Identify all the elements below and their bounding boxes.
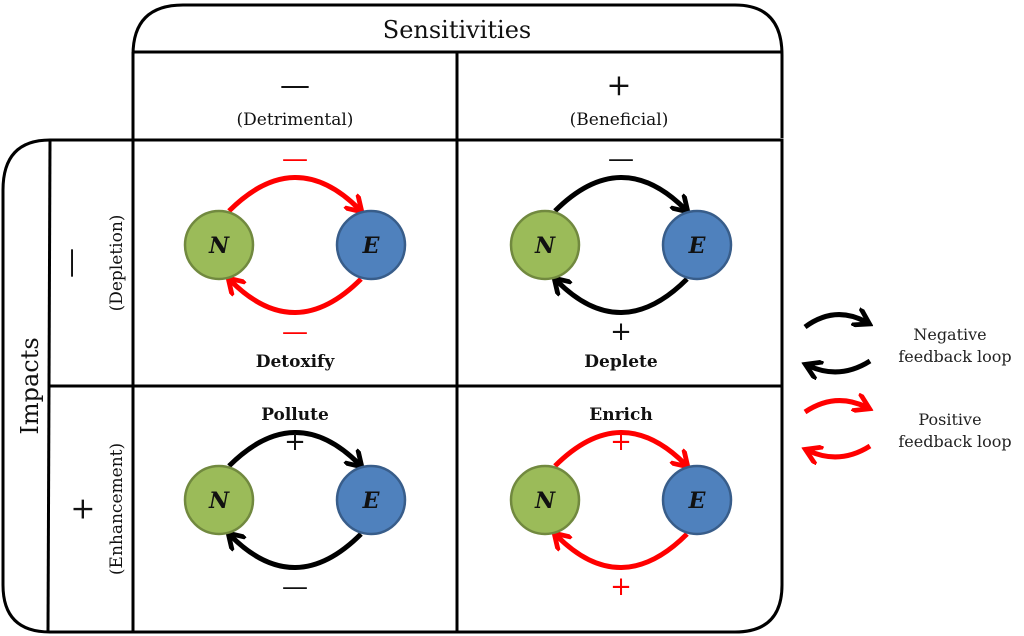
- legend-negative-arrow-bottom-icon: [809, 358, 872, 372]
- arrow-n-to-e: [553, 175, 685, 211]
- node-e: [335, 209, 407, 281]
- legend-positive-arrow-top-icon: [803, 401, 866, 415]
- node-e-label: E: [362, 488, 381, 514]
- arrow-e-to-n: [231, 279, 363, 315]
- legend-negative-line1: Negative: [913, 325, 986, 344]
- top-sign: +: [284, 427, 306, 457]
- arrow-e-to-n: [557, 534, 689, 570]
- top-sign: —: [608, 144, 634, 174]
- bottom-sign: —: [282, 317, 308, 347]
- legend-positive-arrow-bottom-icon: [809, 443, 872, 457]
- row-depletion-sign: —: [53, 248, 88, 278]
- node-n-label: N: [534, 233, 556, 259]
- cell-detoxify: N E — — Detoxify: [183, 144, 407, 372]
- arrow-e-to-n: [557, 279, 689, 315]
- bottom-sign: +: [610, 572, 632, 602]
- legend: Negative feedback loop Positive feedback…: [805, 315, 1012, 457]
- action-label: Enrich: [589, 405, 652, 425]
- cell-pollute: N E + — Pollute: [183, 405, 407, 602]
- node-n-label: N: [534, 488, 556, 514]
- legend-negative-line2: feedback loop: [898, 347, 1011, 366]
- top-sign: —: [282, 144, 308, 174]
- main-grid-border: [133, 138, 784, 634]
- top-sign: +: [610, 427, 632, 457]
- column-beneficial-sign: +: [606, 68, 631, 103]
- arrow-n-to-e: [553, 430, 685, 466]
- table-frame: [1, 3, 784, 634]
- node-n-label: N: [208, 233, 230, 259]
- impacts-title: Impacts: [16, 337, 44, 434]
- column-detrimental-label: (Detrimental): [237, 110, 354, 130]
- node-e-label: E: [688, 488, 707, 514]
- column-detrimental-sign: —: [280, 68, 310, 103]
- legend-positive-line2: feedback loop: [898, 432, 1011, 451]
- row-depletion-label: (Depletion): [107, 215, 127, 312]
- arrow-e-to-n: [231, 534, 363, 570]
- legend-positive-line1: Positive: [918, 410, 981, 429]
- node-e-label: E: [362, 233, 381, 259]
- sensitivities-header-border: [131, 3, 784, 138]
- column-beneficial-label: (Beneficial): [570, 110, 669, 130]
- node-e: [661, 464, 733, 536]
- node-n: [509, 464, 581, 536]
- bottom-sign: —: [282, 572, 308, 602]
- cell-deplete: N E — + Deplete: [509, 144, 733, 372]
- node-n: [183, 209, 255, 281]
- node-n: [509, 209, 581, 281]
- legend-negative-arrow-top-icon: [803, 315, 866, 330]
- impacts-side-border: [1, 138, 133, 634]
- node-e: [661, 209, 733, 281]
- action-label: Deplete: [584, 352, 658, 372]
- sensitivities-title: Sensitivities: [383, 16, 532, 44]
- node-e: [335, 464, 407, 536]
- node-e-label: E: [688, 233, 707, 259]
- bottom-sign: +: [610, 317, 632, 347]
- node-n-label: N: [208, 488, 230, 514]
- row-enhancement-sign: +: [65, 496, 100, 521]
- row-enhancement-label: (Enhancement): [107, 443, 127, 575]
- node-n: [183, 464, 255, 536]
- action-label: Detoxify: [256, 352, 336, 372]
- arrow-n-to-e: [227, 175, 359, 211]
- arrow-n-to-e: [227, 430, 359, 466]
- action-label: Pollute: [261, 405, 329, 425]
